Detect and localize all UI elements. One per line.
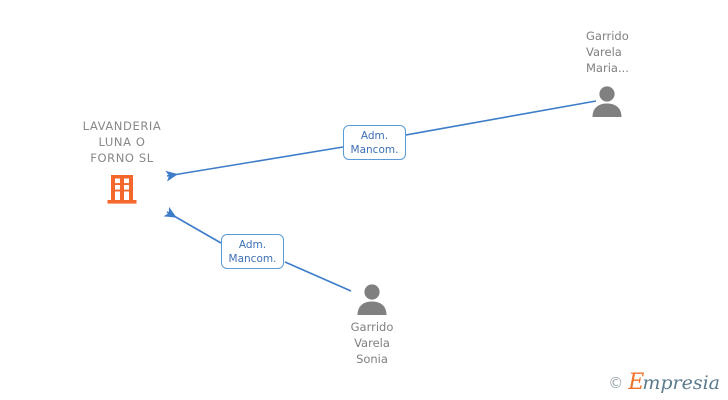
relation-label-adm-mancom-2[interactable]: Adm. Mancom. (221, 234, 284, 269)
person-node-top[interactable]: Garrido Varela Maria... (578, 28, 718, 117)
company-node[interactable]: LAVANDERIA LUNA O FORNO SL (52, 118, 192, 207)
person-icon-wrapper-top (578, 85, 718, 117)
brand-rest: mpresia (642, 372, 720, 394)
person-avatar-icon (357, 284, 387, 315)
copyright-icon: © (608, 373, 624, 392)
person-name-label-bottom: Garrido Varela Sonia (350, 320, 394, 366)
relation-label-adm-mancom-1[interactable]: Adm. Mancom. (343, 125, 406, 160)
company-icon-wrapper (52, 171, 192, 207)
brand-wordmark: Empresia (628, 372, 720, 394)
person-name-label-top: Garrido Varela Maria... (586, 29, 629, 75)
person-icon-wrapper-bottom (312, 283, 432, 315)
brand-initial: E (628, 370, 645, 395)
empresia-watermark: © Empresia (608, 372, 720, 394)
edge-bottom-arrow-segment (163, 206, 222, 244)
company-name-label: LAVANDERIA LUNA O FORNO SL (82, 119, 162, 165)
person-node-bottom[interactable]: Garrido Varela Sonia (312, 283, 432, 367)
edge-top-arrow-segment (165, 146, 344, 182)
building-icon (107, 175, 137, 204)
person-avatar-icon (592, 86, 622, 117)
